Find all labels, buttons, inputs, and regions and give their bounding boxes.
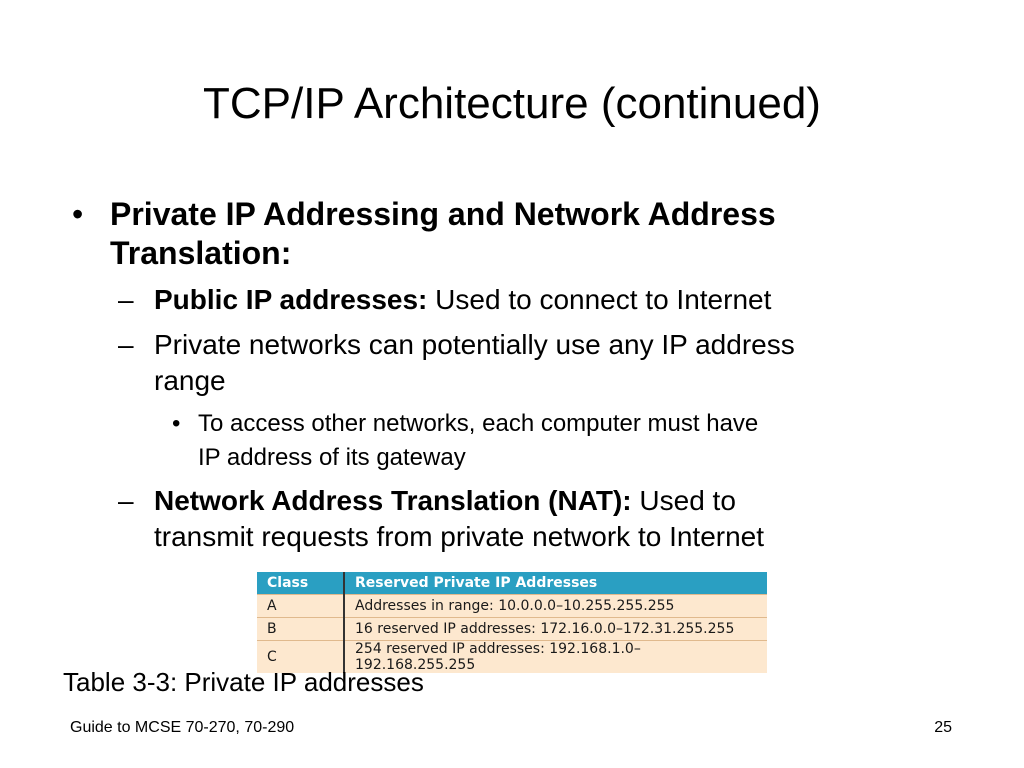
table-header-row: Class Reserved Private IP Addresses — [257, 572, 767, 595]
subbullet-nat-line2: transmit requests from private network t… — [154, 521, 765, 552]
term-nat: Network Address Translation (NAT): — [154, 485, 632, 516]
table-cell-class: C — [257, 640, 345, 673]
dash-marker: – — [118, 329, 134, 360]
bullet-heading-line2: Translation: — [110, 235, 292, 271]
definition-nat: Used to — [631, 485, 736, 516]
dash-marker: – — [118, 284, 134, 315]
subsub-bullet-gateway-line2: IP address of its gateway — [198, 444, 466, 471]
dash-marker: – — [118, 485, 134, 516]
table-header-addresses: Reserved Private IP Addresses — [344, 572, 767, 595]
table-cell-addresses: 16 reserved IP addresses: 172.16.0.0–172… — [344, 617, 767, 641]
subbullet-private-networks-line2: range — [154, 365, 226, 396]
term-public-ip: Public IP addresses: — [154, 284, 428, 315]
bullet-marker: • — [72, 196, 84, 232]
table-cell-addresses: 254 reserved IP addresses: 192.168.1.0–1… — [344, 640, 767, 673]
subsub-bullet-marker: • — [172, 410, 181, 437]
table-row: B 16 reserved IP addresses: 172.16.0.0–1… — [257, 617, 767, 641]
table-cell-class: A — [257, 594, 345, 618]
subbullet-nat-line1: Network Address Translation (NAT): Used … — [154, 484, 736, 518]
private-ip-table: Class Reserved Private IP Addresses A Ad… — [257, 572, 767, 673]
slide-title: TCP/IP Architecture (continued) — [203, 79, 821, 128]
subbullet-public-ip: Public IP addresses: Used to connect to … — [154, 283, 771, 317]
table-header-class: Class — [257, 572, 345, 595]
table-cell-addresses: Addresses in range: 10.0.0.0–10.255.255.… — [344, 594, 767, 618]
bullet-heading-line1: Private IP Addressing and Network Addres… — [110, 196, 776, 232]
subsub-bullet-gateway-line1: To access other networks, each computer … — [198, 410, 759, 437]
table-caption: Table 3-3: Private IP addresses — [63, 667, 424, 697]
table-row: A Addresses in range: 10.0.0.0–10.255.25… — [257, 594, 767, 618]
footer-course-title: Guide to MCSE 70-270, 70-290 — [70, 719, 295, 736]
definition-public-ip: Used to connect to Internet — [427, 284, 772, 315]
subbullet-private-networks-line1: Private networks can potentially use any… — [154, 329, 795, 360]
table-cell-class: B — [257, 617, 345, 641]
footer-page-number: 25 — [934, 719, 952, 736]
table-row: C 254 reserved IP addresses: 192.168.1.0… — [257, 640, 767, 673]
